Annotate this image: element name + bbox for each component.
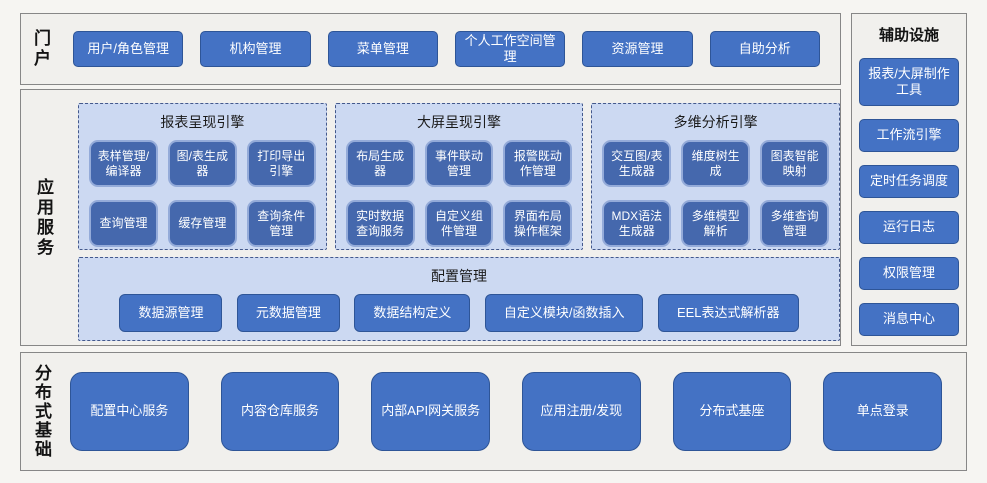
foundation-button[interactable]: 内部API网关服务 (371, 372, 491, 451)
auxiliary-button[interactable]: 权限管理 (859, 257, 959, 290)
group-title: 报表呈现引擎 (160, 114, 245, 130)
portal-button[interactable]: 菜单管理 (327, 31, 438, 67)
module-button[interactable]: MDX语法生成器 (602, 200, 672, 247)
auxiliary-button[interactable]: 工作流引擎 (859, 119, 959, 152)
auxiliary-button[interactable]: 消息中心 (859, 303, 959, 336)
module-button[interactable]: 事件联动管理 (424, 140, 494, 187)
application-services-label: 应用服务 (34, 177, 53, 258)
portal-label: 门户 (31, 29, 50, 69)
portal-items: 用户/角色管理机构管理菜单管理个人工作空间管理资源管理自助分析 (49, 31, 840, 67)
portal-section: 门户 用户/角色管理机构管理菜单管理个人工作空间管理资源管理自助分析 (20, 13, 841, 85)
config-management-group: 配置管理 数据源管理元数据管理数据结构定义自定义模块/函数插入 EEL表达式解析器 (78, 257, 840, 341)
foundation-items: 配置中心服务内容仓库服务内部API网关服务应用注册/发现分布式基座单点登录 (50, 372, 966, 451)
config-button[interactable]: 自定义模块/函数插入 (484, 294, 644, 332)
engine-groups: 报表呈现引擎 表样管理/编译器图/表生成器打印导出引擎查询管理缓存管理查询条件管… (78, 103, 841, 250)
auxiliary-panel: 辅助设施 报表/大屏制作工具工作流引擎定时任务调度运行日志权限管理消息中心 (851, 13, 967, 346)
foundation-section: 分布式基础 配置中心服务内容仓库服务内部API网关服务应用注册/发现分布式基座单… (20, 352, 967, 471)
module-button[interactable]: 维度树生成 (681, 140, 751, 187)
config-button[interactable]: EEL表达式解析器 (657, 294, 799, 332)
module-button[interactable]: 查询条件管理 (246, 200, 316, 247)
group-title: 多维分析引擎 (673, 114, 758, 130)
group-items: 布局生成器事件联动管理报警既动作管理实时数据查询服务自定义组件管理界面布局操作框… (345, 140, 573, 247)
module-button[interactable]: 缓存管理 (167, 200, 237, 247)
foundation-button[interactable]: 配置中心服务 (70, 372, 189, 451)
foundation-button[interactable]: 单点登录 (823, 372, 943, 451)
module-button[interactable]: 多维模型解析 (681, 200, 751, 247)
module-button[interactable]: 图/表生成器 (167, 140, 237, 187)
portal-button[interactable]: 资源管理 (582, 31, 693, 67)
auxiliary-button[interactable]: 运行日志 (859, 211, 959, 244)
module-button[interactable]: 打印导出引擎 (246, 140, 316, 187)
auxiliary-button[interactable]: 定时任务调度 (859, 165, 959, 198)
config-button[interactable]: 数据结构定义 (354, 294, 471, 332)
module-button[interactable]: 界面布局操作框架 (503, 200, 573, 247)
portal-button[interactable]: 自助分析 (709, 31, 820, 67)
group-items: 交互图/表生成器维度树生成图表智能映射 MDX语法生成器多维模型解析多维查询管理 (602, 140, 830, 247)
engine-group-dashboard: 大屏呈现引擎 布局生成器事件联动管理报警既动作管理实时数据查询服务自定义组件管理… (334, 103, 584, 250)
config-button[interactable]: 元数据管理 (236, 294, 340, 332)
group-title: 大屏呈现引擎 (417, 114, 501, 130)
auxiliary-button[interactable]: 报表/大屏制作工具 (859, 58, 959, 106)
config-button[interactable]: 数据源管理 (119, 294, 223, 332)
module-button[interactable]: 图表智能映射 (760, 140, 830, 187)
auxiliary-title: 辅助设施 (878, 27, 939, 44)
portal-button[interactable]: 个人工作空间管理 (454, 31, 566, 67)
auxiliary-items: 报表/大屏制作工具工作流引擎定时任务调度运行日志权限管理消息中心 (852, 58, 966, 336)
module-button[interactable]: 实时数据查询服务 (345, 200, 415, 247)
portal-button[interactable]: 用户/角色管理 (73, 31, 184, 67)
foundation-label: 分布式基础 (32, 364, 51, 459)
portal-button[interactable]: 机构管理 (200, 31, 311, 67)
module-button[interactable]: 布局生成器 (345, 140, 415, 187)
group-title: 配置管理 (431, 268, 487, 284)
module-button[interactable]: 表样管理/编译器 (89, 140, 158, 187)
module-button[interactable]: 查询管理 (89, 200, 158, 247)
module-button[interactable]: 多维查询管理 (760, 200, 830, 247)
module-button[interactable]: 自定义组件管理 (424, 200, 494, 247)
foundation-button[interactable]: 分布式基座 (672, 372, 792, 451)
engine-group-report: 报表呈现引擎 表样管理/编译器图/表生成器打印导出引擎查询管理缓存管理查询条件管… (78, 103, 327, 250)
application-services-section: 应用服务 报表呈现引擎 表样管理/编译器图/表生成器打印导出引擎查询管理缓存管理… (20, 89, 841, 346)
engine-group-olap: 多维分析引擎 交互图/表生成器维度树生成图表智能映射 MDX语法生成器多维模型解析… (591, 103, 841, 250)
module-button[interactable]: 交互图/表生成器 (602, 140, 672, 187)
module-button[interactable]: 报警既动作管理 (503, 140, 573, 187)
config-items: 数据源管理元数据管理数据结构定义自定义模块/函数插入 EEL表达式解析器 (89, 294, 829, 332)
foundation-button[interactable]: 应用注册/发现 (522, 372, 641, 451)
group-items: 表样管理/编译器图/表生成器打印导出引擎查询管理缓存管理查询条件管理 (89, 140, 316, 247)
foundation-button[interactable]: 内容仓库服务 (220, 372, 340, 451)
